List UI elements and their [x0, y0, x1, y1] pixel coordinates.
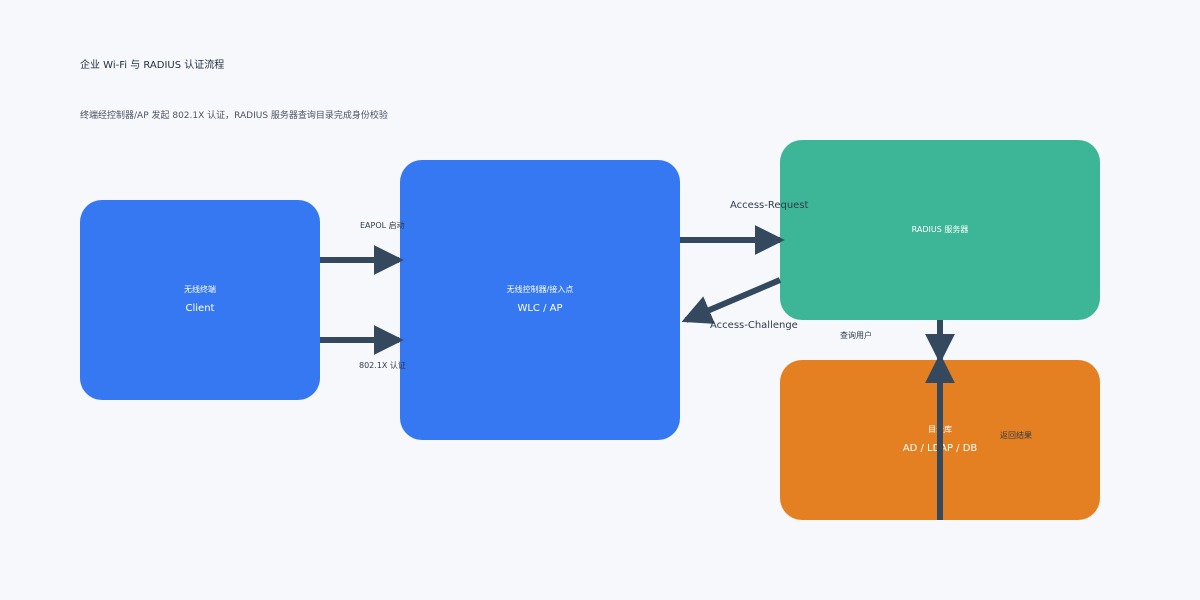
edge-label-8021x: 802.1X 认证 — [359, 361, 406, 370]
diagram-subtitle: 终端经控制器/AP 发起 802.1X 认证，RADIUS 服务器查询目录完成身… — [80, 111, 388, 121]
wlc-node-sublabel: WLC / AP — [517, 303, 563, 314]
directory-node-label: 目录库 — [928, 425, 952, 434]
radius-node-label: RADIUS 服务器 — [911, 225, 969, 234]
client-node: 无线终端 Client — [80, 200, 320, 400]
edge-label-access-challenge: Access-Challenge — [710, 320, 798, 331]
edge-label-query: 查询用户 — [840, 331, 872, 340]
radius-node: RADIUS 服务器 — [780, 140, 1100, 320]
wlc-node-label: 无线控制器/接入点 — [506, 285, 574, 294]
directory-node-sublabel: AD / LDAP / DB — [902, 443, 978, 454]
directory-node: 目录库 AD / LDAP / DB — [780, 360, 1100, 520]
client-node-sublabel: Client — [185, 303, 215, 314]
edge-access-challenge-arrow — [681, 277, 782, 324]
edge-label-result: 返回结果 — [1000, 431, 1032, 440]
client-node-label: 无线终端 — [184, 285, 216, 294]
wlc-node: 无线控制器/接入点 WLC / AP — [400, 160, 680, 440]
edge-label-access-request: Access-Request — [730, 200, 809, 211]
edge-label-eapol: EAPOL 启动 — [360, 221, 405, 230]
diagram-title: 企业 Wi-Fi 与 RADIUS 认证流程 — [80, 60, 225, 71]
